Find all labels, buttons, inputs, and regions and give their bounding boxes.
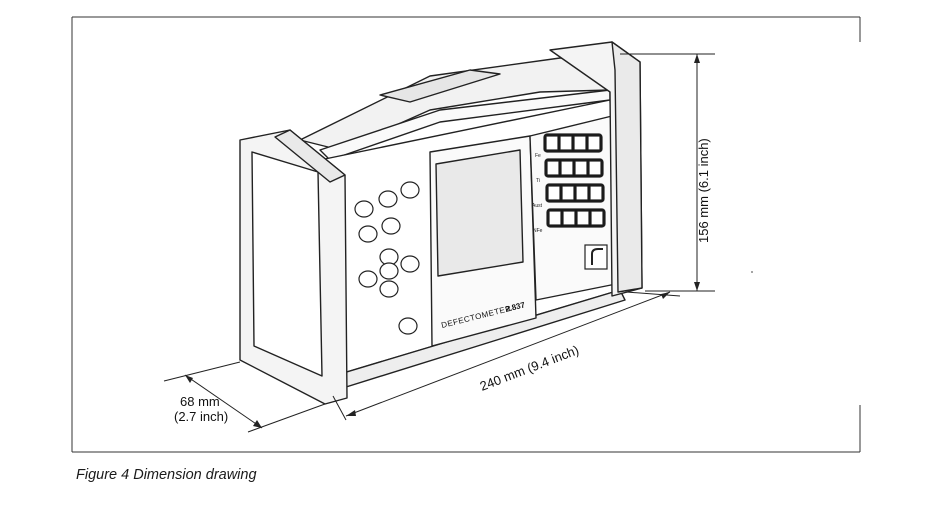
led-label: Aust (532, 203, 543, 209)
keypad-button (354, 200, 374, 218)
keypad-button (379, 280, 399, 298)
figure-caption: Figure 4 Dimension drawing (76, 467, 257, 483)
keypad-button (398, 317, 418, 335)
left-keypad (354, 181, 420, 335)
led-matrix (543, 133, 606, 228)
depth-label-mm: 68 mm (180, 394, 220, 409)
led-side-labels: Fe Ti Aust NFe (532, 153, 543, 234)
keypad-button (358, 270, 378, 288)
depth-label-inch: (2.7 inch) (174, 409, 228, 424)
width-label: 240 mm (9.4 inch) (478, 342, 581, 394)
keypad-button (358, 225, 378, 243)
keypad-button (400, 255, 420, 273)
led-label: Fe (535, 153, 541, 159)
keypad-button (378, 190, 398, 208)
figure-frame (71, 16, 861, 453)
keypad-button (379, 262, 399, 280)
width-dimension (332, 291, 681, 421)
keypad-button (381, 217, 401, 235)
height-dimension (620, 53, 715, 292)
depth-dimension (163, 361, 326, 433)
keypad-button (400, 181, 420, 199)
led-label: NFe (533, 228, 543, 234)
manufacturer-logo (584, 244, 608, 270)
height-label: 156 mm (6.1 inch) (696, 138, 711, 243)
scan-speck (751, 271, 753, 273)
led-label: Ti (536, 178, 540, 184)
